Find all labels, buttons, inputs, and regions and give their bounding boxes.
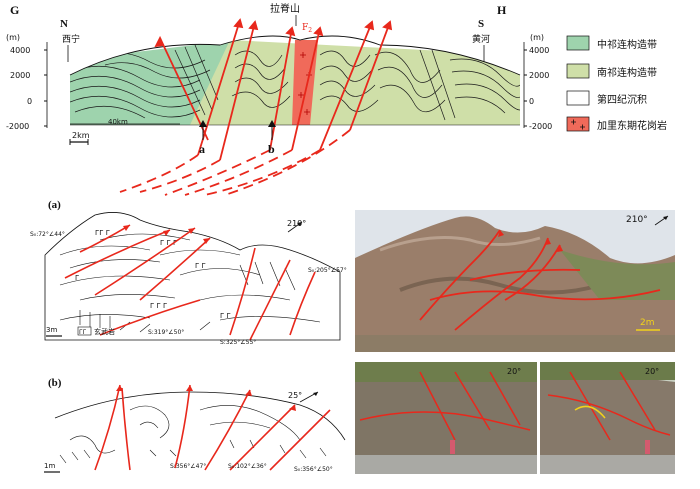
panel-b-label: (b) bbox=[48, 377, 62, 389]
svg-text:2000: 2000 bbox=[10, 71, 30, 80]
pointer-a: a bbox=[199, 120, 207, 156]
panel-b-photo1-azimuth: 20° bbox=[507, 367, 521, 376]
panel-a-sketch: (a) ГГ ГГ Г Г Г ГГ Г Г ГГ Г S₀:72°∠ bbox=[30, 199, 347, 346]
panel-a-fault-arrows bbox=[123, 225, 210, 244]
left-axis-ticks: 4000 2000 0 -2000 bbox=[6, 46, 47, 131]
central-qilian-zone bbox=[70, 40, 235, 125]
svg-text:Г Г: Г Г bbox=[195, 262, 206, 270]
panel-b-photo-2: 20° bbox=[540, 362, 675, 474]
panel-b-photo-1: 20° bbox=[355, 362, 537, 474]
panel-a-legend-basalt: ГГ 玄武岩 bbox=[77, 326, 115, 336]
north-label: N bbox=[60, 18, 68, 30]
svg-text:玄武岩: 玄武岩 bbox=[94, 327, 115, 336]
panel-a-orient-3: S:319°∠50° bbox=[148, 329, 184, 336]
svg-text:4000: 4000 bbox=[10, 46, 30, 55]
legend-label-granite: 加里东期花岗岩 bbox=[597, 119, 667, 132]
svg-text:-2000: -2000 bbox=[529, 122, 552, 131]
panel-a-photo-scale: 2m bbox=[636, 318, 660, 331]
panel-b-strata bbox=[59, 405, 327, 464]
panel-b-sketch: (b) S:356°∠47° S₀:102°∠36° S₀:356°∠50° 2… bbox=[44, 377, 346, 473]
svg-text:2km: 2km bbox=[72, 131, 90, 140]
panel-b-fault-arrows bbox=[116, 385, 296, 411]
legend: 中祁连构造带 南祁连构造带 第四纪沉积 加里东期花岗岩 bbox=[566, 35, 667, 132]
mountain-laji: 拉脊山 bbox=[270, 2, 300, 15]
svg-text:2000: 2000 bbox=[529, 71, 549, 80]
section-label-g: G bbox=[10, 3, 19, 17]
panel-a-orient-2: S₀:205°∠57° bbox=[308, 267, 347, 274]
svg-text:40km: 40km bbox=[108, 118, 128, 126]
pointer-b: b bbox=[268, 120, 276, 156]
svg-text:210°: 210° bbox=[287, 219, 306, 228]
section-label-h: H bbox=[497, 3, 507, 17]
svg-text:ГГ: ГГ bbox=[79, 329, 87, 336]
svg-text:ГГ Г: ГГ Г bbox=[95, 229, 110, 237]
svg-text:Г Г Г: Г Г Г bbox=[160, 239, 177, 247]
panel-a-orient-1: S₀:72°∠44° bbox=[30, 231, 65, 238]
svg-text:Г Г Г: Г Г Г bbox=[150, 302, 167, 310]
place-yellow-river: 黄河 bbox=[472, 33, 490, 45]
section-scale: 40km 2km bbox=[69, 118, 180, 145]
svg-text:4000: 4000 bbox=[529, 46, 549, 55]
south-qilian-zone bbox=[190, 40, 520, 125]
svg-text:a: a bbox=[199, 142, 205, 156]
left-axis-unit: (m) bbox=[6, 33, 20, 42]
section-geology bbox=[70, 36, 520, 125]
svg-text:0: 0 bbox=[529, 97, 534, 106]
svg-text:210°: 210° bbox=[626, 215, 648, 225]
deep-faults bbox=[119, 129, 351, 196]
svg-text:Г: Г bbox=[75, 274, 79, 282]
right-axis-ticks: 4000 2000 0 -2000 bbox=[524, 46, 552, 131]
panel-a-faults bbox=[64, 224, 316, 341]
legend-label-quaternary: 第四纪沉积 bbox=[597, 93, 647, 106]
legend-swatch-central bbox=[566, 35, 590, 51]
cross-section: G H N S 西宁 黄河 拉脊山 F2 (m) 4000 2000 0 -20… bbox=[6, 2, 552, 196]
panel-a-orient-4: S:325°∠55° bbox=[220, 339, 256, 346]
panel-b-orient-2: S₀:102°∠36° bbox=[228, 463, 267, 470]
topographic-surface bbox=[69, 35, 521, 76]
place-xining: 西宁 bbox=[62, 33, 80, 45]
section-faults bbox=[154, 18, 393, 161]
legend-swatch-granite bbox=[566, 116, 590, 132]
panel-a-label: (a) bbox=[48, 199, 61, 211]
panel-a-scale: 3m bbox=[46, 326, 62, 337]
svg-text:2m: 2m bbox=[640, 318, 655, 328]
svg-text:25°: 25° bbox=[288, 391, 302, 400]
panel-b-orient-1: S:356°∠47° bbox=[170, 463, 206, 470]
fault-f2-label: F2 bbox=[302, 23, 312, 34]
svg-text:b: b bbox=[268, 142, 275, 156]
panel-a-photo-azimuth: 210° bbox=[626, 215, 669, 226]
svg-text:-2000: -2000 bbox=[6, 122, 29, 131]
svg-text:3m: 3m bbox=[46, 326, 57, 334]
panel-a-basalt-marks: ГГ ГГ Г Г Г ГГ Г Г ГГ Г bbox=[75, 229, 231, 320]
panel-a-azimuth: 210° bbox=[287, 219, 306, 233]
legend-label-central: 中祁连构造带 bbox=[597, 38, 657, 51]
right-axis-unit: (m) bbox=[530, 33, 544, 42]
panel-b-scale: 1m bbox=[44, 462, 60, 473]
panel-b-photo2-azimuth: 20° bbox=[645, 367, 659, 376]
svg-text:1m: 1m bbox=[44, 462, 55, 470]
legend-swatch-quaternary bbox=[566, 90, 590, 106]
panel-b-azimuth: 25° bbox=[288, 391, 319, 403]
panel-b-faults bbox=[94, 384, 331, 471]
south-label: S bbox=[478, 18, 484, 30]
svg-text:0: 0 bbox=[27, 97, 32, 106]
legend-label-south: 南祁连构造带 bbox=[597, 66, 657, 79]
svg-text:Г Г: Г Г bbox=[220, 312, 231, 320]
legend-swatch-south bbox=[566, 63, 590, 79]
panel-b-orient-3: S₀:356°∠50° bbox=[294, 466, 333, 473]
panel-a-photo: 210° 2m bbox=[355, 210, 675, 352]
